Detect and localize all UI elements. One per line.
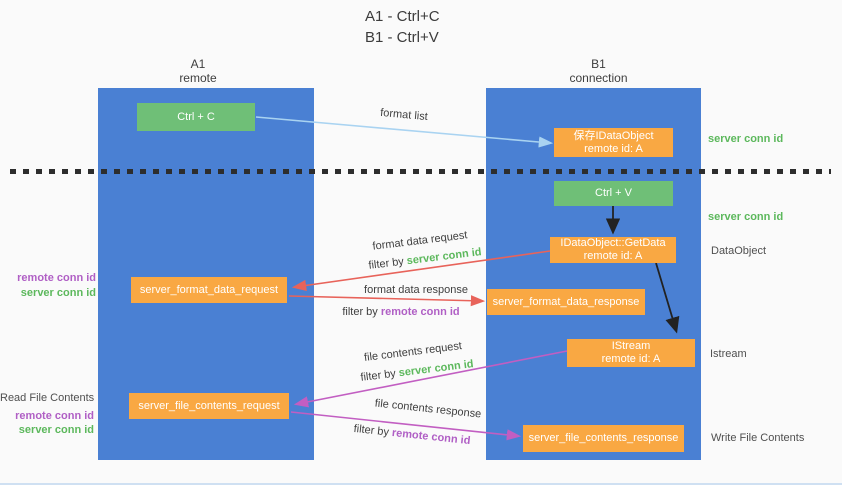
node-server-file-contents-request-label: server_file_contents_request bbox=[138, 399, 280, 412]
title-line-2: B1 - Ctrl+V bbox=[365, 29, 439, 46]
node-server-format-data-request-label: server_format_data_request bbox=[139, 283, 279, 296]
label-format-data-response: format data response bbox=[364, 284, 468, 296]
arrow-file-contents-request bbox=[293, 350, 568, 408]
lane-header-a1: A1 remote bbox=[98, 57, 298, 85]
lane-b1-subtitle: connection bbox=[569, 71, 628, 85]
dataobject-label: DataObject bbox=[711, 245, 767, 257]
istream-label: Istream bbox=[710, 348, 747, 360]
arrow-getdata-to-istream bbox=[655, 262, 680, 334]
lane-a1-subtitle: remote bbox=[179, 71, 217, 85]
node-idataobject-getdata: IDataObject::GetData remote id: A bbox=[550, 237, 676, 263]
node-ctrl-c-label: Ctrl + C bbox=[177, 110, 215, 123]
session-divider-dotted-line bbox=[10, 169, 831, 174]
server-conn-id-lower-label: server conn id bbox=[18, 424, 94, 436]
read-file-contents-label: Read File Contents bbox=[0, 392, 95, 404]
node-ctrl-v: Ctrl + V bbox=[554, 181, 673, 206]
node-istream-line2: remote id: A bbox=[601, 353, 661, 365]
node-idataobject-getdata-line1: IDataObject::GetData bbox=[560, 237, 666, 249]
node-ctrl-c: Ctrl + C bbox=[137, 103, 255, 131]
node-istream: IStream remote id: A bbox=[567, 339, 695, 367]
remote-conn-id-text: remote conn id bbox=[380, 306, 460, 318]
node-save-idataobject-line1: 保存IDataObject bbox=[573, 129, 654, 142]
lane-header-b1: B1 connection bbox=[486, 57, 711, 85]
lane-b1-name: B1 bbox=[591, 57, 606, 71]
remote-conn-id-upper-label: remote conn id bbox=[17, 272, 96, 284]
filter-by-text: filter by bbox=[342, 306, 378, 318]
node-server-file-contents-response: server_file_contents_response bbox=[523, 425, 684, 452]
server-conn-id-top-label: server conn id bbox=[708, 133, 784, 145]
node-server-file-contents-response-label: server_file_contents_response bbox=[528, 432, 679, 444]
node-server-format-data-response: server_format_data_response bbox=[487, 289, 645, 315]
remote-conn-id-lower-label: remote conn id bbox=[15, 410, 94, 422]
server-conn-id-mid-label: server conn id bbox=[708, 211, 784, 223]
node-server-format-data-request: server_format_data_request bbox=[131, 277, 287, 303]
node-idataobject-getdata-line2: remote id: A bbox=[583, 250, 643, 262]
arrow-file-contents-response bbox=[290, 411, 522, 441]
node-server-format-data-response-label: server_format_data_response bbox=[492, 295, 640, 308]
node-ctrl-v-label: Ctrl + V bbox=[595, 187, 632, 199]
diagram-title: A1 - Ctrl+C B1 - Ctrl+V bbox=[365, 6, 440, 48]
window-bottom-edge bbox=[0, 483, 842, 485]
title-line-1: A1 - Ctrl+C bbox=[365, 8, 440, 25]
node-server-file-contents-request: server_file_contents_request bbox=[129, 393, 289, 419]
node-save-idataobject-line2: remote id: A bbox=[584, 142, 643, 155]
arrow-format-data-request bbox=[291, 250, 551, 291]
node-istream-line1: IStream bbox=[611, 340, 651, 352]
lane-a1-name: A1 bbox=[190, 57, 206, 71]
arrow-format-list bbox=[255, 116, 554, 148]
write-file-contents-label: Write File Contents bbox=[711, 432, 805, 444]
arrow-format-data-response bbox=[288, 295, 486, 307]
node-save-idataobject: 保存IDataObject remote id: A bbox=[554, 128, 673, 157]
server-conn-id-upper-label: server conn id bbox=[20, 287, 96, 299]
